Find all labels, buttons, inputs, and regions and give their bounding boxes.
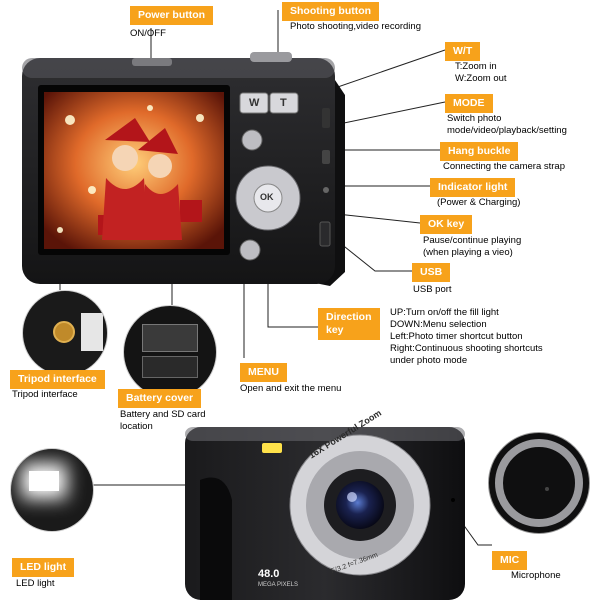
lens-glass [336, 481, 384, 529]
ok-button [253, 183, 283, 213]
menu-title: MENU [240, 363, 287, 382]
mode-title: MODE [445, 94, 493, 113]
wt-desc-2: W:Zoom out [455, 73, 507, 84]
indicator-light-desc: (Power & Charging) [437, 197, 521, 208]
menu-button [239, 239, 261, 261]
tripod-title: Tripod interface [10, 370, 105, 389]
t-key-label: T [280, 97, 287, 109]
mic-zoom [488, 432, 590, 534]
ok-key-label: OK [260, 192, 274, 202]
ok-key-desc-2: (when playing a vieo) [423, 247, 513, 258]
direction-desc-5: under photo mode [390, 355, 468, 366]
led-zoom [10, 448, 94, 532]
direction-key-title-2: key [326, 324, 344, 336]
sd-slot-icon [142, 324, 198, 352]
usb-title: USB [412, 263, 451, 282]
wt-desc-1: T:Zoom in [455, 61, 497, 72]
mode-button [241, 129, 263, 151]
hang-buckle-desc: Connecting the camera strap [443, 161, 565, 172]
menu-desc: Open and exit the menu [240, 383, 342, 394]
mode-desc-1: Switch photo [447, 113, 502, 124]
battery-icon [142, 356, 198, 378]
indicator-light-title: Indicator light [430, 178, 516, 197]
direction-desc-4: Right:Continuous shooting shortcuts [390, 343, 543, 354]
label-sticker [81, 313, 103, 351]
led-light-desc: LED light [16, 578, 55, 589]
direction-key-title-1: Direction [326, 311, 372, 323]
mic-title: MIC [492, 551, 528, 570]
mic-desc: Microphone [511, 570, 561, 581]
grip [200, 477, 232, 600]
led-flash [262, 443, 282, 453]
tripod-zoom [22, 290, 108, 376]
direction-desc-2: DOWN:Menu selection [390, 319, 487, 330]
hang-buckle-title: Hang buckle [440, 142, 519, 161]
tripod-screw-icon [53, 321, 75, 343]
power-button-title: Power button [130, 6, 214, 25]
megapixels-value: 48.0 [258, 568, 280, 580]
w-key-label: W [249, 97, 260, 109]
indicator-light [323, 187, 329, 193]
t-key [269, 92, 299, 114]
shooting-button-desc: Photo shooting,video recording [290, 21, 421, 32]
battery-zoom [123, 305, 217, 399]
battery-desc-1: Battery and SD card [120, 409, 206, 420]
led-light-title: LED light [12, 558, 75, 577]
mic-line [459, 519, 492, 546]
wt-title: W/T [445, 42, 481, 61]
ok-key-desc-1: Pause/continue playing [423, 235, 522, 246]
usb-desc: USB port [413, 284, 452, 295]
shooting-button-title: Shooting button [282, 2, 380, 21]
power-button-desc: ON/OFF [130, 28, 166, 39]
led-light-icon [29, 471, 59, 491]
direction-desc-1: UP:Turn on/off the fill light [390, 307, 499, 318]
ok-key-title: OK key [420, 215, 473, 234]
tripod-desc: Tripod interface [12, 389, 78, 400]
mic-hole [451, 498, 455, 502]
direction-key-title: Direction key [318, 308, 380, 340]
mode-desc-2: mode/video/playback/setting [447, 125, 567, 136]
mic-icon [545, 487, 549, 491]
hang-buckle [322, 108, 330, 128]
power-button-top [132, 58, 172, 66]
battery-desc-2: location [120, 421, 153, 432]
battery-cover-title: Battery cover [118, 389, 202, 408]
shooting-button-top [250, 52, 292, 62]
usb-port [319, 221, 331, 247]
megapixels-sub: MEGA PIXELS [258, 582, 299, 588]
w-key [239, 92, 269, 114]
direction-desc-3: Left:Photo timer shortcut button [390, 331, 523, 342]
